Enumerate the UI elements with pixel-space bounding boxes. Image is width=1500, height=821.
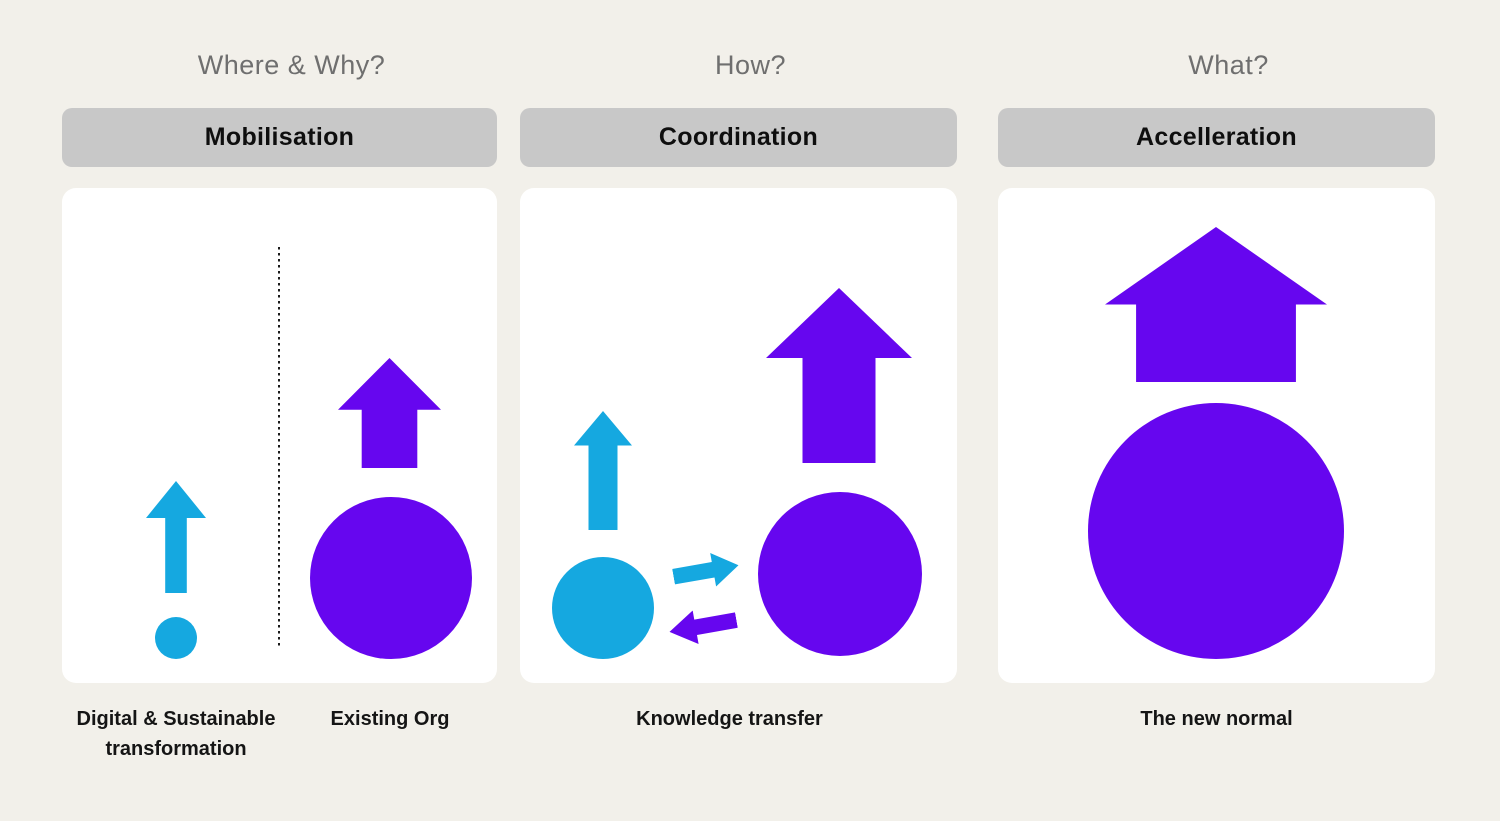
cyan-up-arrow-icon xyxy=(574,411,632,530)
titlebar-coordination: Coordination xyxy=(520,108,957,167)
title-mobilisation: Mobilisation xyxy=(204,123,355,151)
huge-purple-up-arrow-icon xyxy=(1105,227,1327,382)
transfer-left-arrow-icon xyxy=(667,603,740,648)
titlebar-accelleration: Accelleration xyxy=(998,108,1435,167)
transfer-right-arrow-icon xyxy=(671,549,742,594)
purple-up-arrow-icon xyxy=(338,358,441,468)
accelleration-card xyxy=(998,188,1435,683)
dotted-divider xyxy=(278,247,280,648)
question-how: How? xyxy=(714,50,787,80)
huge-purple-circle xyxy=(1088,403,1344,659)
title-accelleration: Accelleration xyxy=(1136,123,1297,151)
caption-the-new-normal: The new normal xyxy=(1140,708,1293,730)
purple-org-circle xyxy=(310,497,472,659)
cyan-circle xyxy=(552,557,654,659)
small-cyan-up-arrow-icon xyxy=(146,481,206,593)
large-purple-up-arrow-icon xyxy=(766,288,912,463)
caption-digital-sustainable: Digital & Sustainable transformation xyxy=(76,708,276,760)
purple-org-circle xyxy=(758,492,922,656)
question-what: What? xyxy=(1188,50,1269,80)
title-coordination: Coordination xyxy=(658,123,819,151)
caption-existing-org: Existing Org xyxy=(330,708,450,730)
caption-knowledge-transfer: Knowledge transfer xyxy=(636,708,823,730)
coordination-card xyxy=(520,188,957,683)
mobilisation-card xyxy=(62,188,497,683)
titlebar-mobilisation: Mobilisation xyxy=(62,108,497,167)
small-cyan-dot xyxy=(155,617,197,659)
question-where-why: Where & Why? xyxy=(197,50,386,80)
